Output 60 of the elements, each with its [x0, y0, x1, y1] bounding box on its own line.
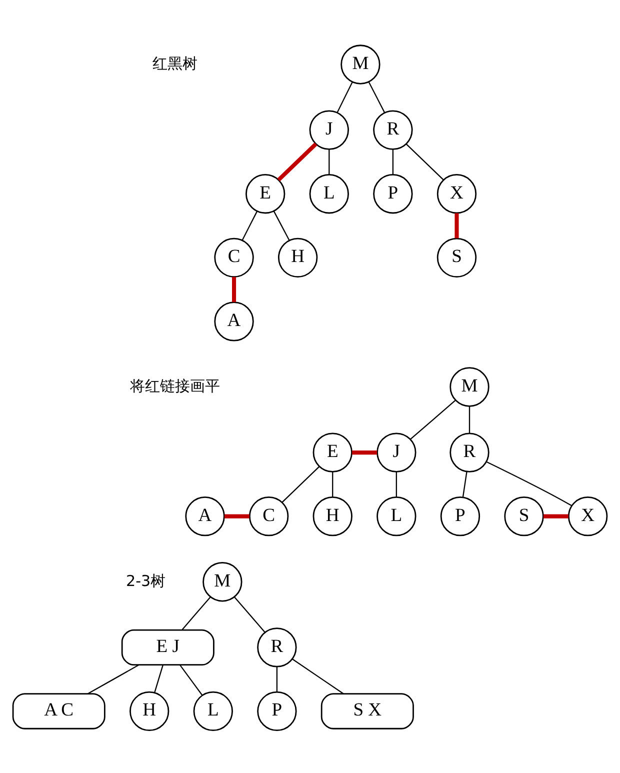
connector — [368, 81, 386, 112]
connector — [406, 143, 444, 180]
node-box: A C — [12, 692, 106, 729]
node-circle: H — [278, 237, 318, 277]
node-circle: C — [248, 496, 289, 536]
label: 红黑树 — [152, 54, 198, 72]
connector — [180, 664, 203, 696]
node-box: E J — [121, 628, 214, 666]
node-circle: X — [568, 496, 608, 536]
node-circle: M — [202, 562, 242, 602]
node-circle: E — [246, 174, 286, 214]
connector — [486, 460, 572, 506]
connector — [392, 148, 394, 174]
node-circle: X — [436, 174, 477, 214]
node-circle: R — [373, 110, 413, 150]
node-circle: L — [309, 174, 349, 214]
node-circle: L — [376, 496, 416, 536]
node-circle: J — [309, 110, 349, 150]
connector — [332, 471, 334, 496]
connector — [454, 212, 459, 238]
connector — [277, 142, 318, 181]
connector — [352, 450, 378, 454]
node-box: S X — [320, 692, 414, 729]
connector — [282, 466, 320, 502]
node-circle: S — [504, 496, 544, 536]
node-circle: P — [440, 496, 480, 536]
node-circle: M — [450, 366, 490, 406]
connector — [154, 664, 164, 692]
node-circle: A — [214, 301, 254, 341]
node-circle: H — [130, 690, 170, 731]
connector — [88, 664, 139, 694]
connector — [328, 148, 330, 174]
node-circle: H — [312, 496, 352, 536]
node-circle: J — [376, 432, 416, 472]
node-circle: R — [450, 432, 490, 472]
node-circle: P — [373, 174, 413, 214]
label: 将红链接画平 — [130, 376, 220, 394]
node-circle: S — [436, 237, 477, 277]
node-circle: E — [312, 432, 352, 472]
connector — [468, 406, 470, 433]
connector — [462, 471, 468, 497]
node-circle: R — [257, 627, 297, 667]
connector — [224, 514, 250, 518]
connector — [276, 666, 278, 692]
connector — [234, 596, 266, 632]
connector — [292, 658, 344, 694]
node-circle: A — [185, 496, 225, 536]
connector — [396, 471, 397, 496]
connector — [273, 210, 290, 240]
node-circle: C — [214, 237, 254, 277]
connector — [232, 276, 236, 302]
node-circle: L — [193, 690, 233, 731]
label: 2-3树 — [126, 571, 166, 590]
node-circle: P — [257, 690, 297, 731]
connector — [543, 514, 568, 518]
connector — [410, 399, 456, 440]
node-circle: M — [340, 44, 380, 84]
connector — [242, 210, 258, 240]
connector — [336, 81, 353, 112]
connector — [182, 596, 211, 630]
